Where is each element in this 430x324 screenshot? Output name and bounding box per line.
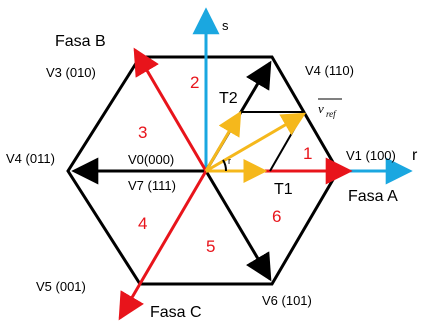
t2-vector — [204, 110, 242, 172]
v7-label: V7 (111) — [128, 178, 176, 193]
r-axis-label: r — [412, 147, 418, 164]
s-axis-label: s — [222, 18, 229, 33]
sector-4-label: 4 — [138, 214, 147, 233]
v6-label: V6 (101) — [262, 293, 312, 308]
v0-label: V0(000) — [128, 152, 174, 167]
phase-b-axis — [133, 47, 208, 172]
angle-arc — [222, 159, 228, 172]
hexagon-outline — [66, 55, 340, 286]
t1-projection-line — [269, 111, 305, 172]
vector-v6 — [204, 170, 272, 282]
sector-3-label: 3 — [138, 123, 147, 142]
angle-label: r — [228, 156, 231, 166]
phase-a-label: Fasa A — [348, 188, 398, 205]
v1-label: V1 (100) — [346, 148, 396, 163]
sector-2-label: 2 — [190, 73, 199, 92]
t1-label: T1 — [274, 181, 293, 198]
v5-label: V5 (001) — [36, 279, 86, 294]
t2-label: T2 — [219, 90, 238, 107]
v2-label: V4 (110) — [305, 63, 354, 78]
sector-1-label: 1 — [303, 144, 312, 163]
v3-label: V3 (010) — [46, 65, 96, 80]
phase-c-label: Fasa C — [150, 304, 202, 321]
phase-b-label: Fasa B — [55, 33, 106, 50]
vref-subscript: ref — [326, 109, 337, 119]
phase-c-axis — [118, 170, 208, 321]
vref-vector — [205, 112, 307, 173]
sector-5-label: 5 — [206, 237, 215, 256]
sector-6-label: 6 — [272, 207, 281, 226]
vref-label: v — [318, 101, 324, 116]
v4-label: V4 (011) — [6, 151, 55, 166]
